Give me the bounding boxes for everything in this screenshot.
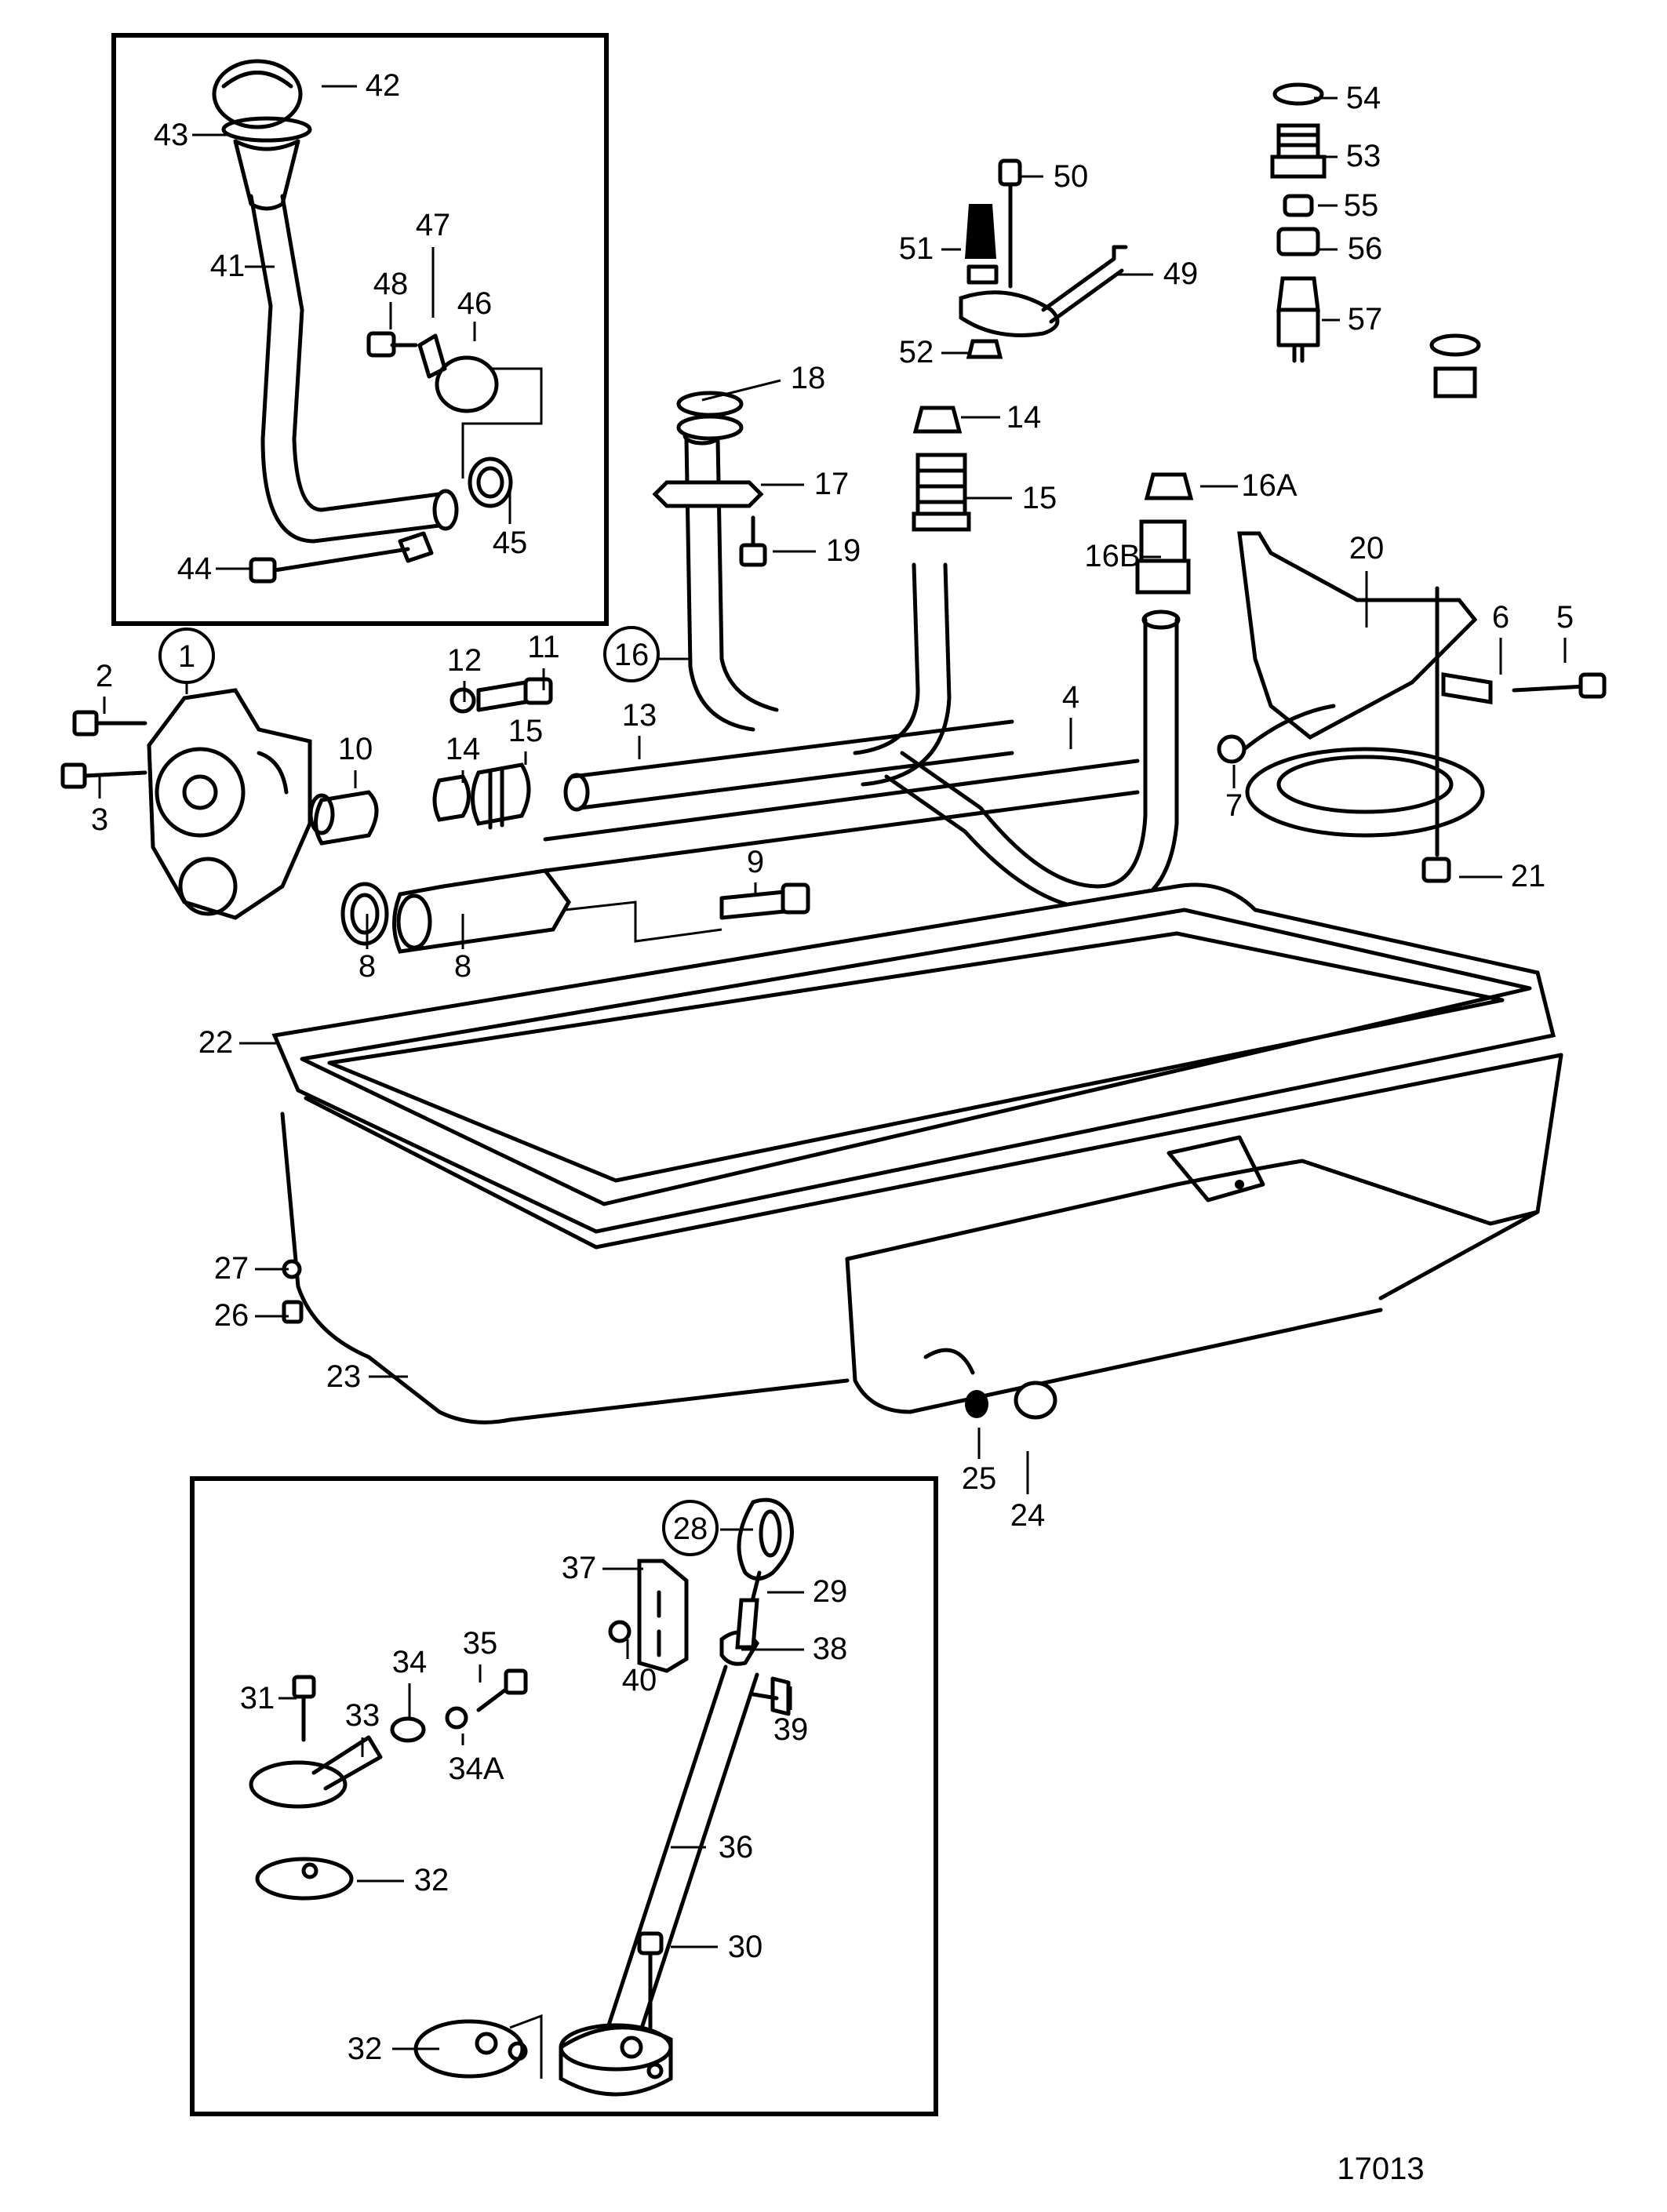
inset-frame-dipstick (190, 1476, 938, 2116)
oil-sump (271, 882, 1563, 1424)
callout-label-15: 15 (508, 714, 544, 748)
callout-label-32: 32 (348, 2032, 383, 2066)
callout-label-16B: 16B (1084, 539, 1140, 573)
callout-label-31: 31 (240, 1681, 275, 1715)
callout-label-42: 42 (366, 68, 401, 103)
callout-label-12: 12 (447, 643, 482, 678)
callout-label-6: 6 (1492, 600, 1509, 635)
callout-label-21: 21 (1511, 859, 1546, 893)
callout-label-38: 38 (813, 1632, 848, 1666)
leader-line-18 (701, 379, 781, 402)
callout-label-36: 36 (719, 1830, 754, 1865)
callout-label-26: 26 (214, 1298, 249, 1333)
callout-label-23: 23 (326, 1359, 362, 1394)
callout-label-19: 19 (826, 533, 861, 568)
callout-label-14: 14 (1006, 400, 1042, 435)
callout-label-48: 48 (373, 267, 409, 301)
callout-label-56: 56 (1348, 231, 1383, 266)
callout-label-27: 27 (214, 1251, 249, 1286)
callout-label-41: 41 (210, 249, 246, 283)
callout-label-24: 24 (1010, 1498, 1046, 1533)
callout-label-46: 46 (457, 286, 493, 321)
callout-label-22: 22 (198, 1025, 234, 1060)
callout-label-25: 25 (962, 1461, 997, 1496)
callout-label-55: 55 (1344, 188, 1379, 223)
callout-label-18: 18 (791, 361, 826, 395)
callout-label-34: 34 (392, 1645, 428, 1679)
callout-label-14: 14 (446, 732, 481, 766)
callout-label-8: 8 (359, 949, 376, 984)
callout-label-44: 44 (177, 551, 213, 586)
callout-label-37: 37 (562, 1551, 597, 1585)
callout-label-28: 28 (673, 1512, 708, 1546)
oil-strainer (1217, 531, 1607, 883)
callout-circle-28 (662, 1500, 719, 1556)
callout-label-3: 3 (91, 802, 108, 837)
oil-pipes (543, 391, 1181, 912)
figure-id: 17013 (1337, 2152, 1424, 2186)
callout-label-35: 35 (463, 1626, 498, 1661)
callout-label-30: 30 (728, 1930, 763, 1964)
callout-label-57: 57 (1348, 302, 1383, 337)
callout-label-51: 51 (899, 231, 934, 266)
callout-label-52: 52 (899, 335, 934, 369)
callout-label-5: 5 (1556, 600, 1574, 635)
callout-label-2: 2 (96, 659, 113, 693)
callout-label-40: 40 (622, 1663, 657, 1697)
callout-circle-16 (603, 626, 660, 682)
callout-label-54: 54 (1346, 81, 1381, 115)
inset-frame-oil-filler (111, 33, 609, 626)
callout-label-13: 13 (622, 698, 657, 733)
callout-label-1: 1 (178, 639, 195, 674)
callout-label-47: 47 (416, 208, 451, 242)
callout-label-53: 53 (1346, 139, 1381, 173)
oil-pump-assembly (60, 677, 810, 954)
callout-label-20: 20 (1349, 531, 1385, 566)
oil-filler-assembly (212, 59, 543, 584)
dipstick-assembly (249, 1497, 794, 2097)
callout-circle-1 (158, 628, 215, 684)
callout-label-8: 8 (454, 949, 471, 984)
callout-label-49: 49 (1163, 256, 1199, 291)
sensor-fittings (912, 82, 1481, 595)
callout-label-9: 9 (747, 845, 764, 879)
callout-label-16: 16 (614, 638, 650, 672)
callout-label-11: 11 (527, 630, 560, 664)
callout-label-50: 50 (1054, 159, 1089, 194)
callout-label-7: 7 (1225, 788, 1243, 823)
callout-label-4: 4 (1062, 680, 1079, 715)
callout-label-39: 39 (773, 1712, 809, 1747)
callout-label-32: 32 (414, 1863, 450, 1897)
callout-label-45: 45 (493, 526, 528, 560)
callout-leaders (98, 85, 1567, 2050)
callout-label-43: 43 (154, 118, 189, 152)
callout-label-15: 15 (1022, 481, 1057, 515)
callout-label-10: 10 (338, 732, 373, 766)
callout-label-33: 33 (345, 1698, 380, 1733)
callout-label-17: 17 (814, 467, 850, 501)
callout-label-34A: 34A (448, 1752, 504, 1786)
callout-label-29: 29 (813, 1574, 848, 1609)
callout-label-16A: 16A (1241, 468, 1297, 503)
